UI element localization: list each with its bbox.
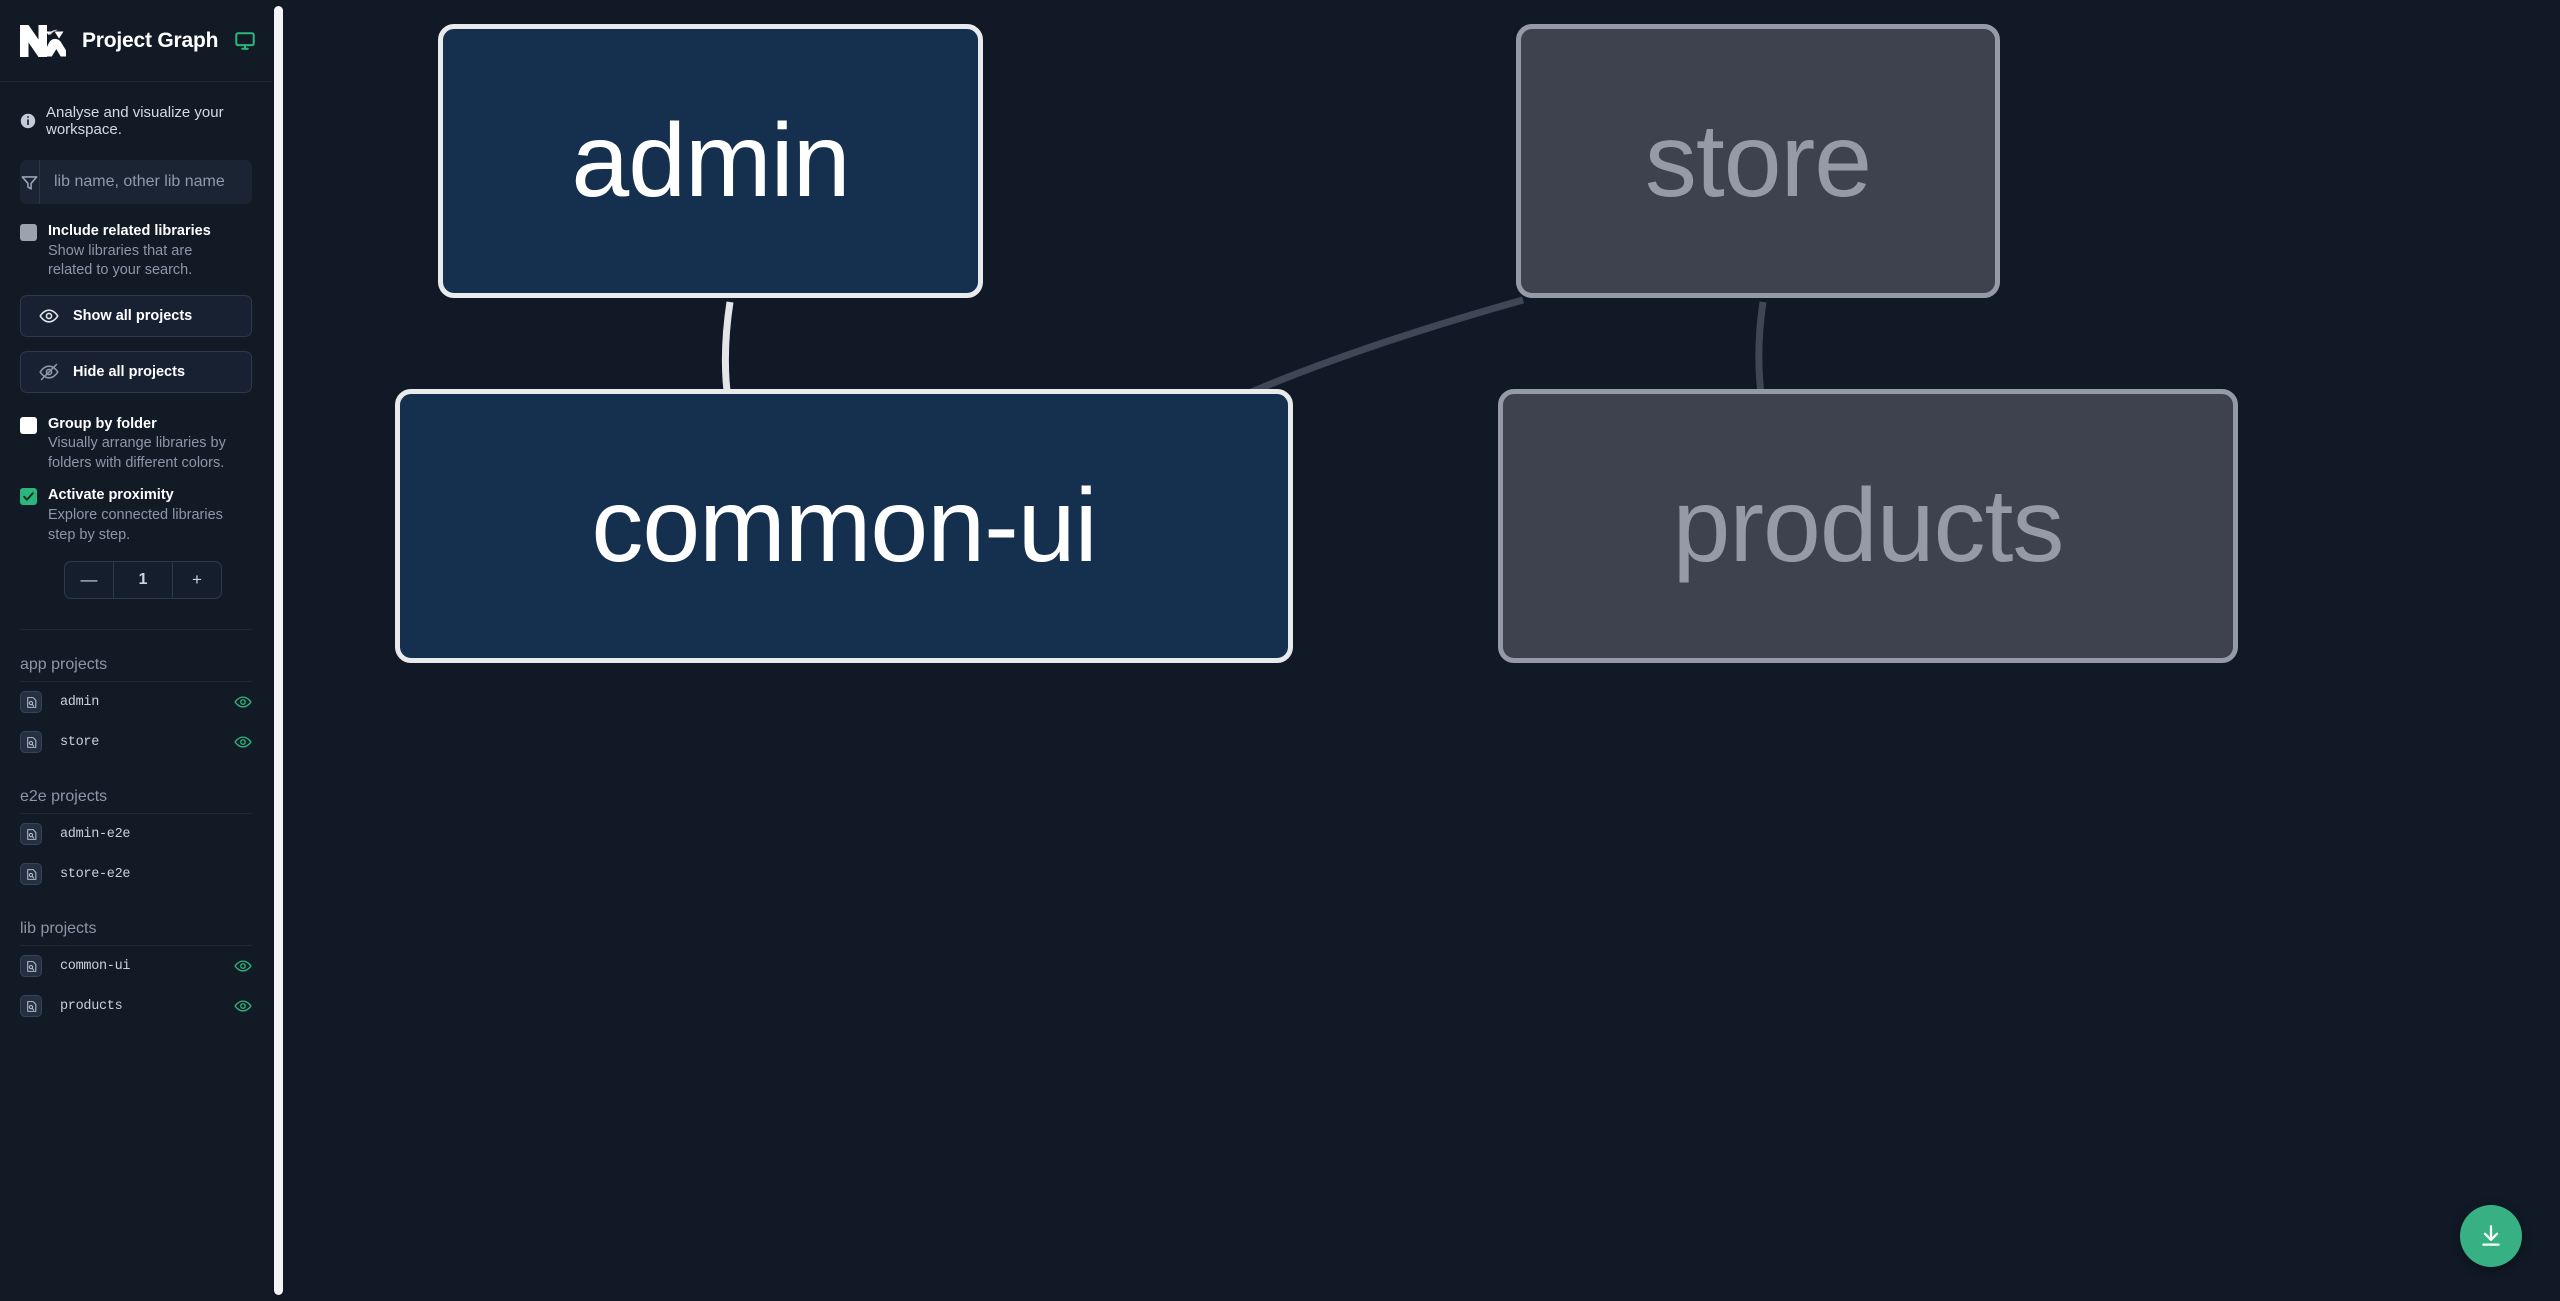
group-rule	[20, 813, 252, 815]
option-description: Explore connected libraries step by step…	[48, 506, 223, 543]
proximity-decrement-button[interactable]: —	[80, 570, 98, 590]
eye-icon[interactable]	[234, 733, 252, 751]
group-rule	[20, 681, 252, 683]
project-icon	[20, 995, 42, 1018]
project-row-products[interactable]: products	[20, 986, 252, 1026]
info-icon	[20, 113, 36, 129]
option-label: Include related libraries	[48, 223, 211, 239]
group-title-e2e-projects: e2e projects	[20, 788, 108, 806]
eye-icon[interactable]	[234, 957, 252, 975]
download-icon	[2478, 1223, 2504, 1249]
graph-node-store[interactable]: store	[1516, 24, 2000, 298]
graph-node-label: admin	[571, 103, 850, 219]
graph-node-admin[interactable]: admin	[438, 24, 983, 298]
graph-canvas[interactable]: admin store common-ui products	[285, 0, 2560, 1301]
checkbox-group-by-folder[interactable]	[20, 416, 37, 434]
sidebar-header: Project Graph	[0, 0, 272, 82]
option-description: Visually arrange libraries by folders wi…	[48, 435, 226, 471]
graph-node-common-ui[interactable]: common-ui	[395, 389, 1293, 663]
hide-all-projects-button[interactable]: Hide all projects	[20, 350, 252, 393]
project-name: store	[60, 734, 100, 750]
option-group-by-folder[interactable]: Group by folder Visually arrange librari…	[20, 415, 252, 474]
option-include-related-libraries[interactable]: Include related libraries Show libraries…	[20, 222, 252, 281]
project-icon	[20, 691, 42, 714]
search-input[interactable]	[40, 160, 252, 204]
sidebar-divider	[20, 629, 252, 631]
project-row-admin[interactable]: admin	[20, 682, 252, 722]
sidebar-tagline: Analyse and visualize your workspace.	[0, 82, 272, 138]
sidebar-scrollbar[interactable]	[272, 0, 285, 1301]
graph-node-label: products	[1672, 468, 2065, 584]
group-title-app-projects: app projects	[20, 656, 108, 674]
eye-icon	[39, 306, 59, 326]
sidebar: Project Graph Analyse and visualize your…	[0, 0, 272, 1301]
proximity-stepper[interactable]: — 1 +	[64, 561, 222, 600]
project-icon	[20, 955, 42, 978]
download-graph-button[interactable]	[2460, 1205, 2522, 1267]
filter-funnel-icon	[20, 160, 40, 204]
search-field[interactable]	[20, 160, 252, 204]
project-icon	[20, 823, 42, 846]
nx-logo-icon	[18, 19, 66, 63]
monitor-icon[interactable]	[234, 30, 256, 52]
graph-node-label: common-ui	[591, 468, 1097, 584]
sidebar-scrollbar-thumb[interactable]	[274, 6, 283, 1295]
show-all-projects-button[interactable]: Show all projects	[20, 294, 252, 337]
proximity-increment-button[interactable]: +	[192, 570, 202, 590]
eye-icon[interactable]	[234, 997, 252, 1015]
option-description: Show libraries that are related to your …	[48, 242, 193, 279]
graph-node-products[interactable]: products	[1498, 389, 2238, 663]
sidebar-body: Include related libraries Show libraries…	[0, 138, 272, 1026]
group-rule	[20, 945, 252, 947]
project-row-store-e2e[interactable]: store-e2e	[20, 854, 252, 894]
option-label: Group by folder	[48, 415, 157, 432]
proximity-value: 1	[113, 562, 173, 599]
option-activate-proximity[interactable]: Activate proximity Explore connected lib…	[20, 486, 252, 545]
show-all-projects-label: Show all projects	[73, 307, 193, 324]
project-name: admin-e2e	[60, 826, 131, 842]
checkbox-include-related-libraries[interactable]	[20, 224, 37, 241]
eye-icon[interactable]	[234, 693, 252, 711]
project-name: store-e2e	[60, 866, 131, 882]
option-label: Activate proximity	[48, 487, 174, 504]
project-icon	[20, 863, 42, 886]
group-title-lib-projects: lib projects	[20, 920, 97, 938]
tagline-text: Analyse and visualize your workspace.	[46, 104, 224, 138]
eye-off-icon	[39, 362, 59, 382]
hide-all-projects-label: Hide all projects	[73, 363, 186, 380]
project-row-store[interactable]: store	[20, 722, 252, 762]
project-name: common-ui	[60, 958, 131, 974]
project-row-common-ui[interactable]: common-ui	[20, 946, 252, 986]
project-name: admin	[60, 694, 100, 710]
graph-node-label: store	[1644, 103, 1872, 219]
project-name: products	[60, 998, 123, 1014]
project-row-admin-e2e[interactable]: admin-e2e	[20, 814, 252, 854]
project-icon	[20, 731, 42, 754]
page-title: Project Graph	[82, 28, 219, 52]
checkbox-activate-proximity[interactable]	[20, 488, 37, 506]
